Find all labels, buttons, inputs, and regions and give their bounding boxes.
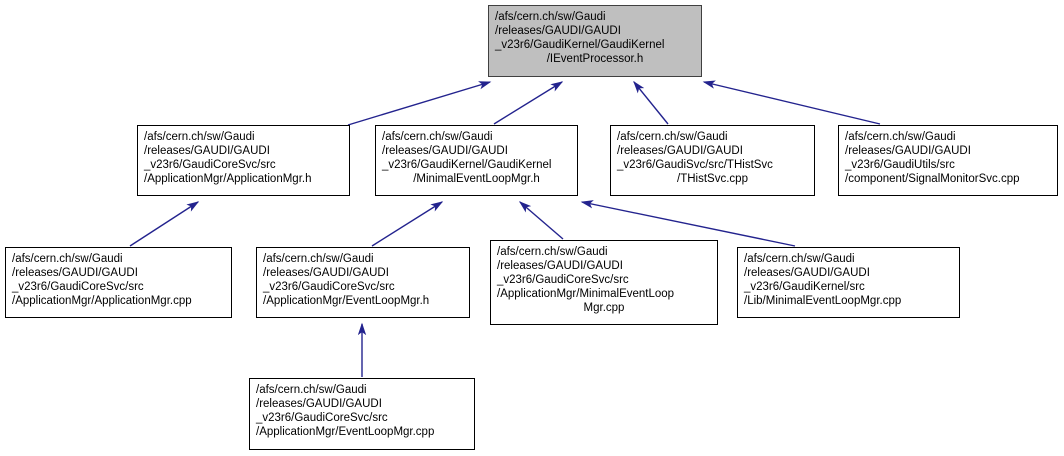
graph-node-label-line: /releases/GAUDI/GAUDI (617, 145, 743, 157)
graph-node-label-line: _v23r6/GaudiCoreSvc/src (144, 159, 276, 171)
graph-node-label-line: /afs/cern.ch/sw/Gaudi (263, 253, 374, 265)
graph-node-label-line: /afs/cern.ch/sw/Gaudi (497, 246, 608, 258)
graph-node-label-line: _v23r6/GaudiCoreSvc/src (497, 274, 629, 286)
graph-node-minimaleventloopmgr-h[interactable]: /afs/cern.ch/sw/Gaudi/releases/GAUDI/GAU… (375, 125, 578, 196)
graph-node-label-line: /releases/GAUDI/GAUDI (845, 145, 971, 157)
graph-node-label-line: _v23r6/GaudiKernel/GaudiKernel (382, 159, 552, 171)
graph-node-applicationmgr-cpp[interactable]: /afs/cern.ch/sw/Gaudi/releases/GAUDI/GAU… (5, 247, 232, 318)
graph-edge (129, 201, 200, 247)
graph-edge (347, 81, 492, 126)
graph-node-thistsvc-cpp[interactable]: /afs/cern.ch/sw/Gaudi/releases/GAUDI/GAU… (610, 125, 815, 196)
graph-node-label-line: /IEventProcessor.h (546, 53, 644, 65)
graph-node-applicationmgr-h[interactable]: /afs/cern.ch/sw/Gaudi/releases/GAUDI/GAU… (137, 125, 350, 196)
graph-node-label-line: _v23r6/GaudiCoreSvc/src (12, 281, 144, 293)
graph-node-label-line: /ApplicationMgr/ApplicationMgr.h (144, 173, 312, 185)
graph-node-label-line: /releases/GAUDI/GAUDI (382, 145, 508, 157)
graph-node-minimaleventloopmgr-cpp-coresvc[interactable]: /afs/cern.ch/sw/Gaudi/releases/GAUDI/GAU… (490, 240, 718, 325)
graph-node-eventloopmgr-h[interactable]: /afs/cern.ch/sw/Gaudi/releases/GAUDI/GAU… (256, 247, 470, 318)
graph-node-label-line: _v23r6/GaudiCoreSvc/src (263, 281, 395, 293)
graph-node-label-line: /afs/cern.ch/sw/Gaudi (617, 131, 728, 143)
graph-node-label-line: /afs/cern.ch/sw/Gaudi (845, 131, 956, 143)
graph-node-label-line: /ApplicationMgr/EventLoopMgr.h (263, 295, 430, 307)
graph-node-minimaleventloopmgr-cpp-kernel[interactable]: /afs/cern.ch/sw/Gaudi/releases/GAUDI/GAU… (737, 247, 960, 318)
graph-node-label-line: _v23r6/GaudiUtils/src (845, 159, 955, 171)
graph-node-label-line: /releases/GAUDI/GAUDI (495, 25, 621, 37)
graph-node-label-line: /MinimalEventLoopMgr.h (413, 173, 540, 185)
graph-node-label-line: /afs/cern.ch/sw/Gaudi (256, 384, 367, 396)
graph-node-label-line: /Lib/MinimalEventLoopMgr.cpp (744, 295, 902, 307)
graph-node-label-line: /releases/GAUDI/GAUDI (144, 145, 270, 157)
graph-node-label-line: /releases/GAUDI/GAUDI (12, 267, 138, 279)
graph-edge (633, 80, 669, 125)
graph-node-label-line: /releases/GAUDI/GAUDI (497, 260, 623, 272)
graph-node-label-line: /afs/cern.ch/sw/Gaudi (495, 11, 606, 23)
graph-node-eventloopmgr-cpp[interactable]: /afs/cern.ch/sw/Gaudi/releases/GAUDI/GAU… (249, 378, 475, 450)
graph-edge (493, 81, 564, 125)
graph-edge (371, 201, 444, 247)
graph-node-label-line: /afs/cern.ch/sw/Gaudi (12, 253, 123, 265)
graph-node-label-line: _v23r6/GaudiKernel/src (744, 281, 865, 293)
graph-node-label-line: /afs/cern.ch/sw/Gaudi (144, 131, 255, 143)
graph-node-label-line: /releases/GAUDI/GAUDI (256, 398, 382, 410)
graph-node-signalmonitorsvc-cpp[interactable]: /afs/cern.ch/sw/Gaudi/releases/GAUDI/GAU… (838, 125, 1058, 196)
graph-node-label-line: /component/SignalMonitorSvc.cpp (845, 173, 1020, 185)
graph-node-label-line: /THistSvc.cpp (677, 173, 748, 185)
graph-node-label-line: /releases/GAUDI/GAUDI (263, 267, 389, 279)
graph-node-label-line: /ApplicationMgr/ApplicationMgr.cpp (12, 295, 192, 307)
graph-edge (702, 80, 881, 125)
graph-edge (518, 201, 564, 240)
graph-node-label-line: _v23r6/GaudiKernel/GaudiKernel (495, 39, 665, 51)
graph-node-label-line: /afs/cern.ch/sw/Gaudi (744, 253, 855, 265)
graph-node-label-line: /afs/cern.ch/sw/Gaudi (382, 131, 493, 143)
graph-node-label-line: Mgr.cpp (583, 302, 625, 314)
graph-node-label-line: /releases/GAUDI/GAUDI (744, 267, 870, 279)
graph-node-label-line: /ApplicationMgr/EventLoopMgr.cpp (256, 426, 435, 438)
graph-node-label-line: _v23r6/GaudiCoreSvc/src (256, 412, 388, 424)
graph-node-label-line: /ApplicationMgr/MinimalEventLoop (497, 288, 675, 300)
graph-node-ieventprocessor-h[interactable]: /afs/cern.ch/sw/Gaudi/releases/GAUDI/GAU… (488, 5, 702, 77)
graph-node-label-line: _v23r6/GaudiSvc/src/THistSvc (617, 159, 773, 171)
